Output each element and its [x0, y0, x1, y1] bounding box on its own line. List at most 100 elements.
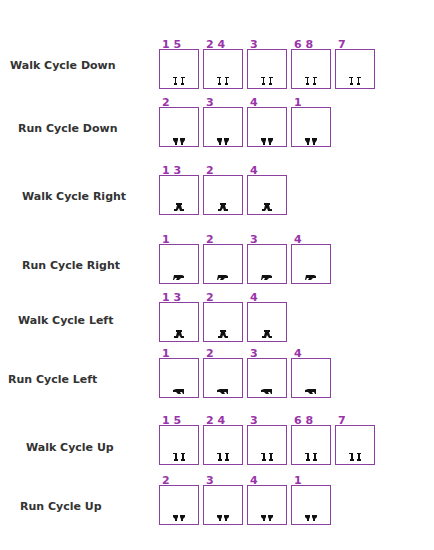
- row-title-holder: Run Cycle Down: [18, 117, 117, 137]
- frame-box: [291, 358, 331, 398]
- sprite-frame: [173, 453, 185, 461]
- row-title: Run Cycle Right: [22, 258, 120, 274]
- frame-box: [247, 302, 287, 342]
- sprite-frame: [217, 77, 229, 85]
- sprite-frame-cell: 3: [247, 33, 287, 89]
- row-title-holder: Run Cycle Right: [22, 254, 120, 274]
- frame-box: [291, 49, 331, 89]
- frame-number: 3: [247, 413, 258, 429]
- frame-box: [159, 358, 199, 398]
- row-title-holder: Walk Cycle Right: [22, 185, 126, 205]
- sprite-frame: [305, 515, 317, 521]
- sprite-frame-cell: 3: [203, 91, 243, 147]
- sprite-frame-cell: 2: [159, 91, 199, 147]
- frame-box: [291, 244, 331, 284]
- sprite-frame-cell: 7: [335, 409, 375, 465]
- frame-number: 3: [247, 232, 258, 248]
- frame-box: [247, 49, 287, 89]
- row-title-holder: Walk Cycle Down: [10, 54, 116, 74]
- sprite-frame: [349, 453, 361, 461]
- sprite-frame: [173, 389, 184, 394]
- frame-box: [203, 358, 243, 398]
- sprite-frame-cell: 4: [247, 91, 287, 147]
- sprite-frame: [305, 389, 316, 394]
- sprite-frame: [261, 77, 273, 85]
- sprite-frame: [218, 203, 228, 211]
- frame-box: [203, 425, 243, 465]
- frame-number: 1 5: [159, 413, 181, 429]
- frame-box: [159, 175, 199, 215]
- frame-box: [203, 302, 243, 342]
- row-title: Run Cycle Left: [8, 372, 97, 388]
- sprite-frame: [305, 453, 317, 461]
- row-title-holder: Walk Cycle Left: [18, 309, 113, 329]
- frame-box: [159, 107, 199, 147]
- frame-number: 2: [159, 473, 170, 489]
- frame-number: 4: [247, 290, 258, 306]
- frame-box: [203, 107, 243, 147]
- frame-number: 2 4: [203, 413, 225, 429]
- frame-box: [247, 244, 287, 284]
- frame-number: 6 8: [291, 413, 313, 429]
- frame-number: 4: [291, 346, 302, 362]
- row-title-holder: Walk Cycle Up: [26, 436, 114, 456]
- row-title-holder: Run Cycle Left: [8, 368, 97, 388]
- sprite-frame-cell: 4: [247, 286, 287, 342]
- frame-number: 6 8: [291, 37, 313, 53]
- frame-box: [247, 107, 287, 147]
- frame-number: 7: [335, 413, 346, 429]
- frame-box: [203, 244, 243, 284]
- sprite-frame: [349, 77, 361, 85]
- frame-box: [291, 107, 331, 147]
- sprite-frame-cell: 3: [247, 228, 287, 284]
- frame-box: [247, 358, 287, 398]
- sprite-frame-cell: 6 8: [291, 409, 331, 465]
- sprite-frame-cell: 2 4: [203, 409, 243, 465]
- frame-box: [247, 175, 287, 215]
- sprite-frame-cell: 1: [291, 91, 331, 147]
- sprite-frame-cell: 1 3: [159, 286, 199, 342]
- frame-number: 7: [335, 37, 346, 53]
- frame-box: [159, 485, 199, 525]
- sprite-frame-cell: 7: [335, 33, 375, 89]
- frame-number: 3: [203, 473, 214, 489]
- sprite-frame-cell: 3: [247, 409, 287, 465]
- sprite-frame-cell: 2: [203, 286, 243, 342]
- frame-number: 1: [159, 232, 170, 248]
- row-title: Walk Cycle Left: [18, 313, 113, 329]
- frame-number: 2: [203, 290, 214, 306]
- sprite-frame-cell: 4: [247, 159, 287, 215]
- row-title: Walk Cycle Right: [22, 189, 126, 205]
- sprite-frame: [173, 515, 185, 521]
- sprite-frame-cell: 1 5: [159, 33, 199, 89]
- frame-box: [203, 49, 243, 89]
- sprite-frame: [173, 138, 185, 145]
- sprite-frame-cell: 1 3: [159, 159, 199, 215]
- frame-number: 3: [203, 95, 214, 111]
- frame-box: [203, 485, 243, 525]
- row-title: Walk Cycle Down: [10, 58, 116, 74]
- sprite-frame: [262, 203, 272, 211]
- frame-box: [247, 485, 287, 525]
- frame-number: 2: [203, 232, 214, 248]
- sprite-frame-cell: 2: [203, 342, 243, 398]
- sprite-frame-cell: 1: [159, 228, 199, 284]
- sprite-frame-cell: 1: [159, 342, 199, 398]
- frame-number: 4: [247, 95, 258, 111]
- row-title: Run Cycle Down: [18, 121, 117, 137]
- frame-number: 2: [159, 95, 170, 111]
- sprite-frame: [173, 275, 184, 280]
- frame-box: [291, 485, 331, 525]
- sprite-frame: [217, 275, 228, 280]
- frame-number: 1 3: [159, 290, 181, 306]
- frame-number: 3: [247, 37, 258, 53]
- sprite-frame: [217, 138, 229, 145]
- sprite-frame: [217, 453, 229, 461]
- frame-box: [203, 175, 243, 215]
- frame-box: [159, 244, 199, 284]
- sprite-frame-cell: 4: [291, 228, 331, 284]
- frame-box: [159, 49, 199, 89]
- sprite-frame-cell: 1: [291, 469, 331, 525]
